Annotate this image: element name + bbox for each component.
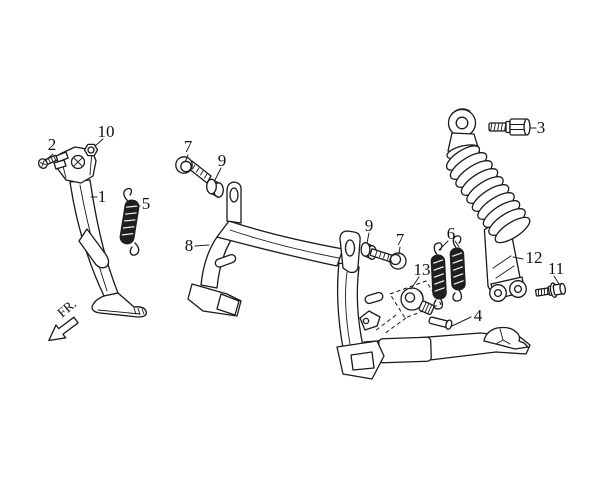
- callout-11: 11: [548, 259, 564, 278]
- pivot-nut: [83, 143, 99, 157]
- callout-7-left: 7: [184, 137, 193, 156]
- shock-lower-bolt: [534, 282, 567, 298]
- callout-1: 1: [98, 187, 107, 206]
- stand-collar-left: [206, 178, 224, 198]
- stand-bolt-right: [369, 248, 407, 270]
- callout-3: 3: [537, 118, 546, 137]
- callout-7-right: 7: [396, 230, 405, 249]
- shock-upper-bolt: [488, 118, 531, 136]
- callout-6: 6: [447, 224, 456, 243]
- callout-13: 13: [414, 260, 431, 279]
- stand-spring-right: [449, 235, 466, 302]
- shock-absorber: [445, 108, 531, 302]
- callout-4: 4: [474, 306, 483, 325]
- front-direction-arrow: [48, 316, 79, 342]
- side-stand-spring: [119, 187, 140, 256]
- front-marker-label: FR.: [54, 296, 79, 320]
- stand-pin: [428, 316, 453, 330]
- callout-9-left: 9: [218, 151, 227, 170]
- callout-12: 12: [526, 248, 543, 267]
- stand-spring-left: [430, 242, 447, 310]
- stand-bolt-left: [175, 156, 212, 184]
- callout-5: 5: [142, 194, 151, 213]
- part-number-callouts: 2 10 1 5 7 9 8 9 7 13 6 4 3 12 11: [48, 118, 564, 325]
- main-stand: [187, 181, 531, 380]
- stand-roller: [374, 280, 442, 335]
- callout-2: 2: [48, 135, 57, 154]
- callout-8: 8: [185, 236, 194, 255]
- side-stand-bolt: [37, 154, 59, 169]
- leader-lines: [44, 127, 560, 327]
- callout-10: 10: [98, 122, 115, 141]
- callout-9-right: 9: [365, 216, 374, 235]
